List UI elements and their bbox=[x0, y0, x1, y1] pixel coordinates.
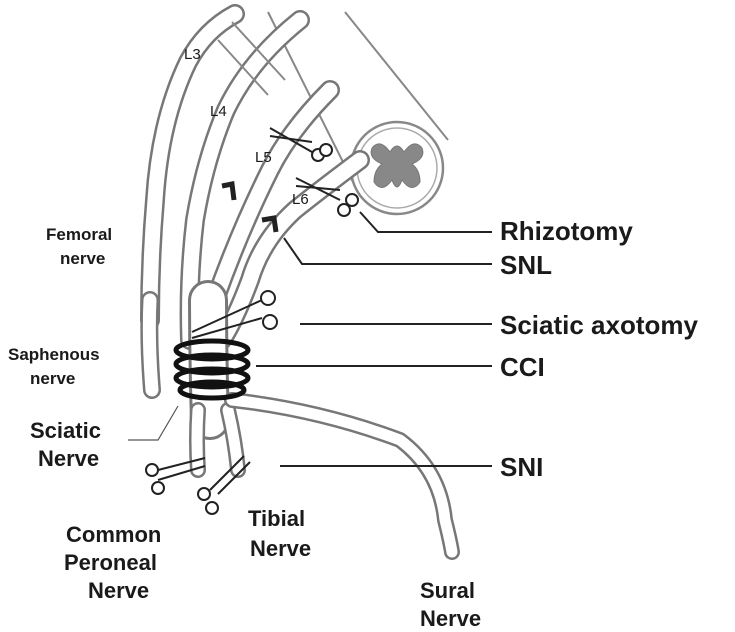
nerve-label-sural-line1: Sural bbox=[420, 578, 475, 603]
root-label-l4: L4 bbox=[210, 103, 227, 120]
nerve-label-sciatic-line2: Nerve bbox=[38, 446, 99, 471]
nerve-label-common-peroneal-line1: Common bbox=[66, 522, 161, 547]
nerve-label-sciatic-line1: Sciatic bbox=[30, 418, 101, 443]
root-label-l5: L5 bbox=[255, 149, 272, 166]
nerve-label-saphenous: Saphenous nerve bbox=[8, 345, 100, 388]
spinal-cord bbox=[268, 12, 448, 214]
nerve-label-common-peroneal-line3: Nerve bbox=[88, 578, 149, 603]
nerve-label-tibial-line1: Tibial bbox=[248, 506, 305, 531]
nerve-label-femoral-line1: Femoral bbox=[46, 225, 112, 244]
procedure-label-snl: SNL bbox=[500, 250, 552, 280]
nerve-label-sciatic: Sciatic Nerve bbox=[30, 406, 178, 471]
nerve-label-femoral: Femoral nerve bbox=[46, 225, 112, 268]
nerve-label-tibial: Tibial Nerve bbox=[248, 506, 311, 561]
nerve-label-tibial-line2: Nerve bbox=[250, 536, 311, 561]
procedure-label-sciatic-axotomy: Sciatic axotomy bbox=[500, 310, 699, 340]
leader-rhizotomy bbox=[360, 212, 492, 232]
nerve-label-common-peroneal: Common Peroneal Nerve bbox=[64, 522, 161, 603]
nerve-label-sural-line2: Nerve bbox=[420, 606, 481, 631]
leader-sciatic-nerve bbox=[128, 406, 178, 440]
nerve-label-common-peroneal-line2: Peroneal bbox=[64, 550, 157, 575]
procedure-label-rhizotomy: Rhizotomy bbox=[500, 216, 633, 246]
nerve-label-femoral-line2: nerve bbox=[60, 249, 105, 268]
root-label-l3: L3 bbox=[184, 46, 201, 63]
nerve-label-saphenous-line1: Saphenous bbox=[8, 345, 100, 364]
root-label-l6: L6 bbox=[292, 191, 309, 208]
procedure-label-sni: SNI bbox=[500, 452, 543, 482]
leader-snl bbox=[284, 238, 492, 264]
procedure-label-cci: CCI bbox=[500, 352, 545, 382]
nerve-label-saphenous-line2: nerve bbox=[30, 369, 75, 388]
nerve-label-sural: Sural Nerve bbox=[420, 578, 481, 631]
ligature-icon-snl-l5 bbox=[222, 184, 234, 200]
